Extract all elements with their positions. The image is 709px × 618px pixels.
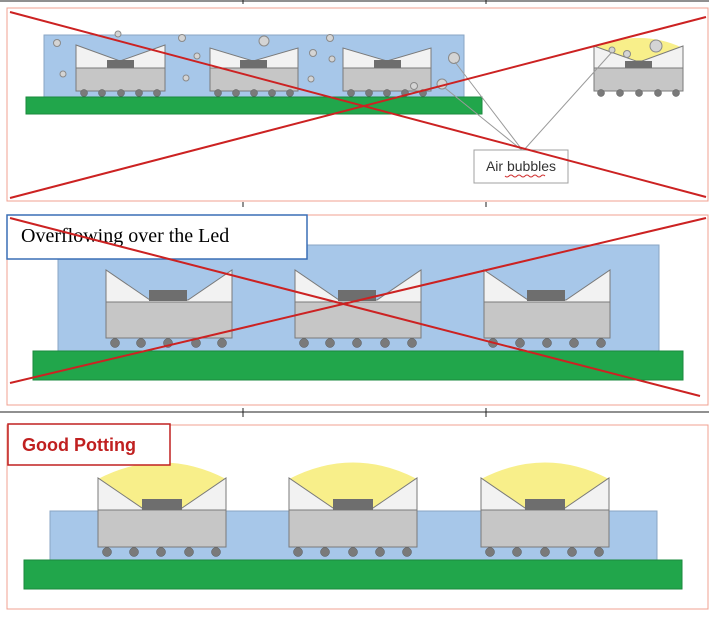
led-package <box>75 44 166 97</box>
reject-cross-line <box>9 11 707 198</box>
led-package <box>483 269 611 348</box>
air-bubbles <box>53 30 460 90</box>
led-package <box>97 462 227 557</box>
led-package <box>288 462 418 557</box>
led-package-detail <box>593 38 684 97</box>
reject-cross-line <box>9 217 707 384</box>
led-package <box>209 47 299 97</box>
pcb-board <box>25 96 483 115</box>
reject-cross-line <box>9 217 701 397</box>
air-bubbles-label: Air bubbles <box>486 158 556 174</box>
overflow-title-box <box>6 214 308 260</box>
pcb-board <box>32 350 684 381</box>
led-package <box>480 462 610 557</box>
good-potting-title-box <box>7 423 171 466</box>
overflow-title: Overflowing over the Led <box>21 225 229 247</box>
pcb-board <box>23 559 683 590</box>
panel-overflow: Overflowing over the Led <box>6 214 709 406</box>
panel-air-bubbles: Air bubbles <box>6 7 709 202</box>
led-package <box>342 47 432 97</box>
good-potting-title: Good Potting <box>22 435 136 455</box>
panel-good-potting: Good Potting <box>6 423 709 610</box>
led-package <box>105 269 233 348</box>
reject-cross-line <box>9 16 707 199</box>
